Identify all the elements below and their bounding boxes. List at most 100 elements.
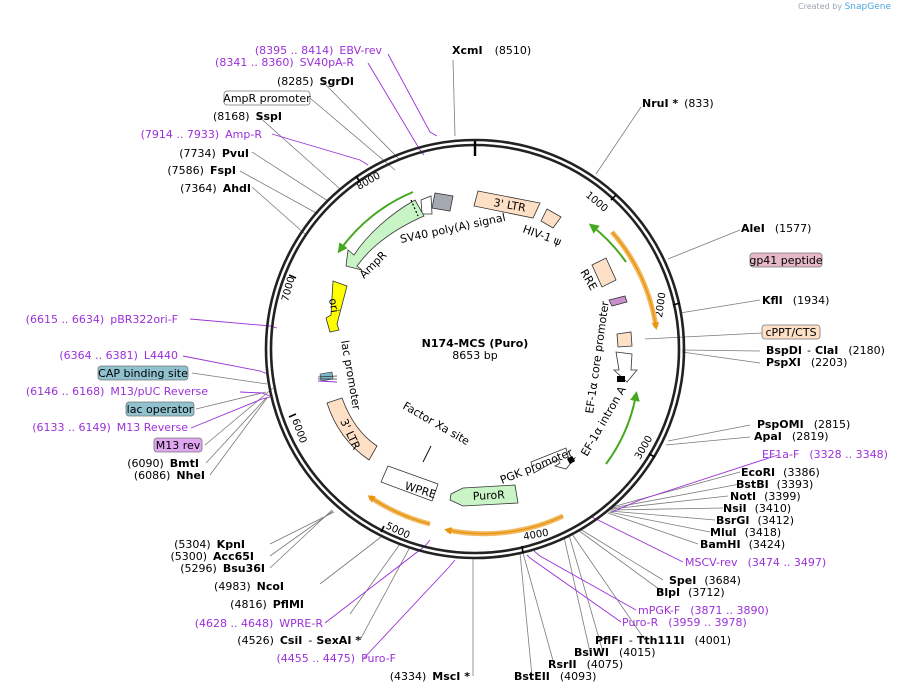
msci-pos: (4334) [390, 670, 427, 683]
pflmi-name[interactable]: PflMI [273, 598, 304, 611]
feature-ef1a-core-promoter[interactable] [612, 351, 638, 383]
svg-text:PspOMI(2815): PspOMI(2815) [757, 418, 850, 431]
xcmi-name[interactable]: XcmI [452, 44, 483, 57]
puro-f-name[interactable]: Puro-F [361, 652, 396, 665]
nhei-pos: (6086) [134, 469, 171, 482]
m13puc-range: (6146 .. 6168) [26, 385, 105, 398]
spei-name[interactable]: SpeI [669, 574, 696, 587]
csii-pos: (4526) [237, 634, 274, 647]
rsrii-name[interactable]: RsrII [548, 658, 577, 671]
apai-pos: (2819) [792, 430, 829, 443]
nsii-pos: (3410) [755, 502, 792, 515]
sgrdi-name[interactable]: SgrDI [320, 75, 354, 88]
pflfi-name[interactable]: PflFI [595, 634, 623, 647]
ef1a-f-name[interactable]: EF1a-F [762, 448, 799, 461]
pspxi-name[interactable]: PspXI [766, 356, 801, 369]
mpgk-f-name[interactable]: mPGK-F [638, 604, 680, 617]
feature-gp41[interactable] [608, 295, 628, 307]
spei-pos: (3684) [704, 574, 741, 587]
feature-puror[interactable] [449, 484, 519, 507]
msci-name[interactable]: MscI * [432, 670, 470, 683]
wpre-r-range: (4628 .. 4648) [195, 617, 274, 630]
kfli-name[interactable]: KflI [762, 294, 783, 307]
sv40pa-r-name[interactable]: SV40pA-R [300, 56, 355, 69]
right-labels: XcmI(8510) NruI *(833) AleI(1577) KflI(1… [452, 44, 888, 683]
snapgene-brand: Created by SnapGene [798, 2, 891, 12]
nhei-name[interactable]: NheI [176, 469, 205, 482]
mscv-rev-name[interactable]: MSCV-rev [685, 556, 738, 569]
svg-text:MluI(3418): MluI(3418) [710, 526, 781, 539]
sgrdi-pos: (8285) [277, 75, 314, 88]
box-lac-operator[interactable]: lac operator [127, 403, 194, 416]
csii-name[interactable]: CsiI [280, 634, 302, 647]
feature-ampr-promoter-shape[interactable] [420, 195, 433, 215]
apai-name[interactable]: ApaI [754, 430, 782, 443]
pbr322-name[interactable]: pBR322ori-F [110, 313, 178, 326]
kpni-name[interactable]: KpnI [217, 538, 245, 551]
m13puc-name[interactable]: M13/pUC Reverse [110, 385, 208, 398]
alei-pos: (1577) [775, 222, 812, 235]
pvui-name[interactable]: PvuI [222, 147, 249, 160]
svg-text:(4628 .. 4648)WPRE-R: (4628 .. 4648) WPRE-R [195, 617, 324, 630]
feature-wpre[interactable] [380, 465, 439, 502]
clai-name[interactable]: ClaI [815, 344, 838, 357]
sspi-name[interactable]: SspI [256, 110, 282, 123]
wpre-r-name[interactable]: WPRE-R [279, 617, 323, 630]
ahdi-name[interactable]: AhdI [223, 182, 251, 195]
ebv-rev-name[interactable]: EBV-rev [339, 44, 382, 57]
puro-r-name[interactable]: Puro-R [622, 616, 659, 629]
bsu36i-name[interactable]: Bsu36I [223, 562, 265, 575]
feature-3ltr-left[interactable] [326, 397, 378, 461]
svg-text:(5296)Bsu36I: (5296) Bsu36I [180, 562, 265, 575]
feature-cppt[interactable] [616, 331, 633, 348]
mlui-name[interactable]: MluI [710, 526, 737, 539]
ncoi-name[interactable]: NcoI [257, 580, 284, 593]
nrui-name[interactable]: NruI * [642, 97, 678, 110]
bstbi-pos: (3393) [777, 478, 814, 491]
svg-text:BstBI(3393): BstBI (3393) [736, 478, 813, 491]
l4440-name[interactable]: L4440 [144, 349, 178, 362]
bmti-name[interactable]: BmtI [170, 457, 199, 470]
tth111i-name[interactable]: Tth111I [637, 634, 685, 647]
tick-2000: 2000 [654, 292, 668, 319]
feature-rre[interactable] [591, 257, 617, 288]
pspomi-name[interactable]: PspOMI [757, 418, 804, 431]
sv40pa-r-range: (8341 .. 8360) [215, 56, 294, 69]
noti-name[interactable]: NotI [730, 490, 756, 503]
feature-m13-rev [317, 380, 338, 383]
ecori-name[interactable]: EcoRI [741, 466, 775, 479]
acc65i-name[interactable]: Acc65I [213, 550, 254, 563]
feature-hiv-psi[interactable] [540, 208, 562, 229]
feature-3ltr-top[interactable] [473, 190, 541, 219]
svg-text:PspXI(2203): PspXI(2203) [766, 356, 847, 369]
alei-name[interactable]: AleI [741, 222, 765, 235]
fspi-name[interactable]: FspI [210, 164, 236, 177]
blpi-name[interactable]: BlpI [656, 586, 680, 599]
pbr322-range: (6615 .. 6634) [26, 313, 105, 326]
box-cppt[interactable]: cPPT/CTS [765, 326, 816, 339]
feature-sv40-polya[interactable] [431, 192, 454, 212]
bsteii-name[interactable]: BstEII [514, 670, 550, 683]
bstbi-name[interactable]: BstBI [736, 478, 769, 491]
box-ampr-promoter[interactable]: AmpR promoter [223, 92, 311, 105]
feature-lac-operator [317, 375, 338, 378]
label-factor-xa: Factor Xa site [401, 399, 472, 448]
bamhi-name[interactable]: BamHI [700, 538, 741, 551]
box-m13-rev[interactable]: M13 rev [156, 439, 201, 452]
bamhi-pos: (3424) [749, 538, 786, 551]
sexai-name[interactable]: SexAI * [316, 634, 361, 647]
feature-ampr[interactable] [345, 199, 425, 271]
bsrgi-name[interactable]: BsrGI [716, 514, 749, 527]
plasmid-name: N174-MCS (Puro) [422, 337, 529, 350]
nsii-name[interactable]: NsiI [723, 502, 747, 515]
left-labels: (8395 .. 8414)EBV-rev (8341 .. 8360)SV40… [26, 44, 471, 683]
feature-ori[interactable] [325, 280, 348, 333]
bsu36i-pos: (5296) [180, 562, 217, 575]
box-cap[interactable]: CAP binding site [98, 367, 188, 380]
bspdi-name[interactable]: BspDI [766, 344, 802, 357]
box-gp41[interactable]: gp41 peptide [749, 254, 823, 267]
bsiwi-name[interactable]: BsiWI [574, 646, 609, 659]
amp-r-name[interactable]: Amp-R [225, 128, 262, 141]
m13-reverse-name[interactable]: M13 Reverse [117, 421, 188, 434]
feature-factor-xa [422, 445, 432, 463]
